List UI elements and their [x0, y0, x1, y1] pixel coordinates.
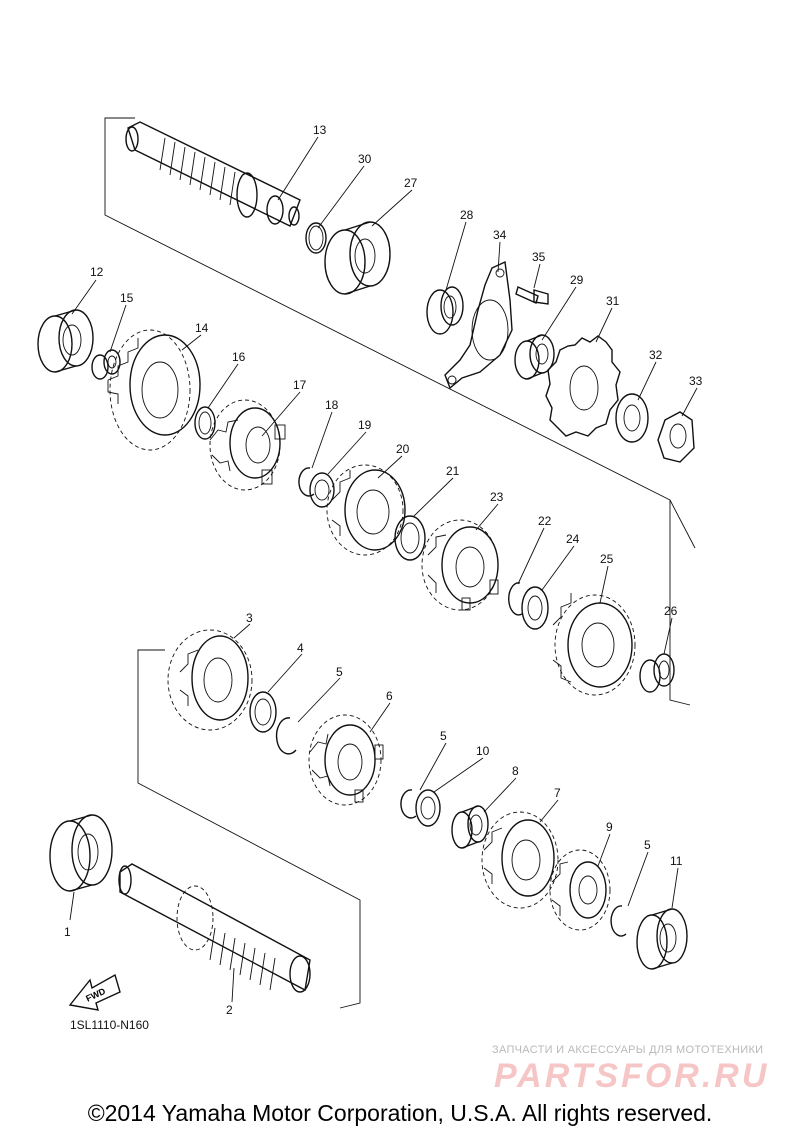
part-label[interactable]: 24: [566, 532, 580, 546]
part-12-bearing[interactable]: [37, 309, 94, 373]
part-label[interactable]: 2: [226, 1003, 233, 1017]
part-13-drive-axle[interactable]: [125, 121, 301, 227]
part-label[interactable]: 4: [297, 641, 304, 655]
part-label[interactable]: 11: [670, 854, 683, 868]
part-5-circlip-b[interactable]: [400, 789, 417, 819]
part-16-washer[interactable]: [194, 406, 216, 440]
part-7-gear[interactable]: [481, 811, 559, 909]
part-label[interactable]: 22: [538, 514, 552, 528]
fwd-arrow-icon: FWD: [68, 973, 121, 1011]
part-34-retainer-plate[interactable]: [444, 260, 513, 390]
leader-lines: [69, 136, 698, 1003]
part-label[interactable]: 9: [606, 820, 613, 834]
part-6-gear[interactable]: [308, 714, 384, 806]
part-5-circlip-c[interactable]: [610, 905, 627, 937]
part-30-o-ring[interactable]: [305, 222, 327, 254]
part-label[interactable]: 18: [325, 398, 339, 412]
part-label[interactable]: 7: [554, 786, 561, 800]
part-label[interactable]: 15: [120, 291, 134, 305]
upper-assembly-frame: [104, 117, 696, 706]
watermark-caption: ЗАПЧАСТИ И АКСЕССУАРЫ ДЛЯ МОТОТЕХНИКИ: [492, 1044, 764, 1056]
part-17-gear[interactable]: [209, 399, 286, 491]
part-24-washer[interactable]: [521, 586, 549, 630]
part-label[interactable]: 21: [446, 464, 460, 478]
part-20-gear[interactable]: [326, 464, 406, 556]
part-label[interactable]: 25: [600, 552, 614, 566]
part-9-gear[interactable]: [549, 849, 611, 931]
part-label[interactable]: 29: [570, 273, 584, 287]
part-32-lock-washer[interactable]: [615, 393, 649, 443]
part-label[interactable]: 1: [64, 925, 71, 939]
part-label[interactable]: 30: [358, 152, 372, 166]
part-33-nut[interactable]: [657, 411, 695, 463]
part-29-collar[interactable]: [514, 334, 555, 380]
part-label[interactable]: 3: [246, 611, 253, 625]
part-4-washer[interactable]: [249, 691, 277, 733]
diagram-code: 1SL1110-N160: [70, 1018, 149, 1032]
part-label[interactable]: 5: [440, 729, 447, 743]
part-label[interactable]: 8: [512, 764, 519, 778]
part-18-circlip[interactable]: [298, 467, 315, 497]
part-10-washer[interactable]: [415, 789, 441, 827]
part-31-drive-sprocket[interactable]: [545, 335, 621, 437]
copyright-notice: ©2014 Yamaha Motor Corporation, U.S.A. A…: [87, 1100, 713, 1126]
part-21-washer[interactable]: [394, 515, 426, 561]
part-22-circlip[interactable]: [508, 582, 523, 616]
part-14-gear[interactable]: [107, 329, 201, 451]
part-label[interactable]: 32: [649, 348, 663, 362]
part-26-collar[interactable]: [639, 653, 675, 693]
part-label[interactable]: 27: [404, 176, 418, 190]
part-label[interactable]: 5: [644, 838, 651, 852]
part-15-collar[interactable]: [91, 349, 121, 380]
part-label[interactable]: 20: [396, 442, 410, 456]
part-label[interactable]: 28: [460, 208, 474, 222]
part-23-gear[interactable]: [421, 519, 499, 611]
part-label[interactable]: 5: [336, 665, 343, 679]
part-8-needle-bearing[interactable]: [451, 805, 489, 849]
part-label[interactable]: 23: [490, 490, 504, 504]
fwd-label: FWD: [84, 986, 107, 1004]
part-label[interactable]: 10: [476, 744, 490, 758]
part-label[interactable]: 14: [195, 321, 209, 335]
part-label[interactable]: 34: [493, 228, 507, 242]
part-11-bearing[interactable]: [636, 908, 688, 970]
part-labels: 1 2 3 4 5 6 7 8 9 10 11 12 13 14 15 16 1…: [64, 123, 703, 1017]
part-label[interactable]: 13: [313, 123, 327, 137]
part-label[interactable]: 31: [606, 294, 620, 308]
part-35-bolt[interactable]: [515, 286, 549, 305]
part-label[interactable]: 19: [358, 418, 372, 432]
part-label[interactable]: 35: [532, 250, 546, 264]
part-28-oil-seal[interactable]: [426, 286, 464, 335]
part-label[interactable]: 6: [386, 689, 393, 703]
part-label[interactable]: 17: [293, 378, 307, 392]
part-5-circlip-a[interactable]: [275, 717, 297, 755]
watermark-logo: PARTSFOR.RU: [494, 1057, 770, 1095]
part-label[interactable]: 26: [664, 604, 678, 618]
part-2-main-axle[interactable]: [118, 863, 311, 993]
part-27-bearing[interactable]: [324, 221, 391, 295]
part-3-gear[interactable]: [167, 629, 253, 731]
part-label[interactable]: 12: [90, 265, 104, 279]
part-25-gear[interactable]: [552, 593, 636, 696]
part-1-bearing[interactable]: [49, 814, 113, 892]
part-19-washer[interactable]: [309, 472, 335, 508]
part-label[interactable]: 16: [232, 350, 246, 364]
lower-assembly-frame: [137, 649, 361, 1009]
part-label[interactable]: 33: [689, 374, 703, 388]
